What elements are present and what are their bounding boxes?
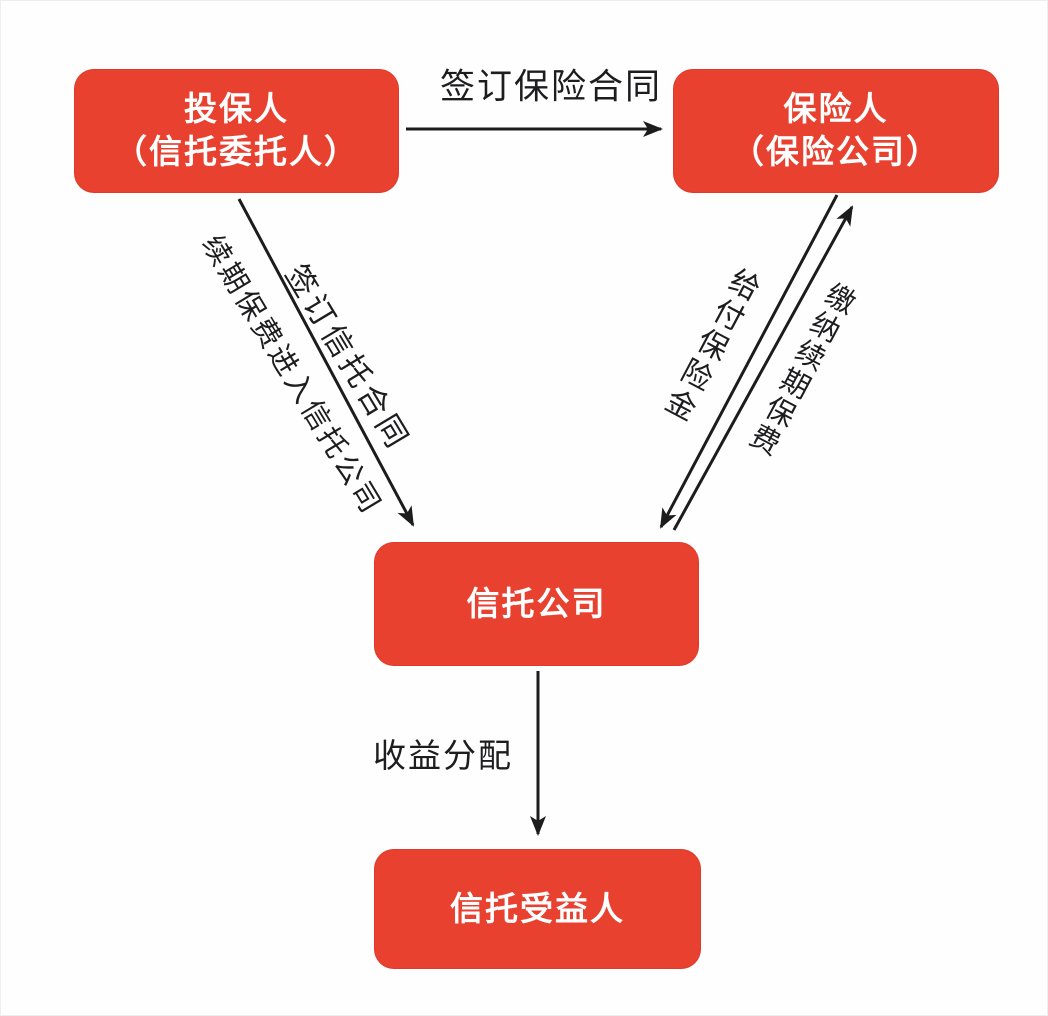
node-insurer-line1: 保险人 <box>783 90 889 128</box>
node-trust-company: 信托公司 <box>374 542 699 666</box>
node-trust-beneficiary: 信托受益人 <box>374 849 701 969</box>
node-policyholder-line2: （信托委托人） <box>114 133 359 170</box>
node-insurer: 保险人 （保险公司） <box>673 69 999 193</box>
arrow-pay-renewal-premium <box>672 205 854 531</box>
node-trust-beneficiary-label: 信托受益人 <box>450 889 625 927</box>
node-insurer-line2: （保险公司） <box>731 133 941 170</box>
node-trust-company-label: 信托公司 <box>466 584 607 622</box>
arrow-sign-trust-contract <box>237 198 415 527</box>
node-policyholder-line1: 投保人 <box>184 90 289 128</box>
edge-label-sign-insurance-contract: 签订保险合同 <box>439 67 663 108</box>
edge-label-income-distribution: 收益分配 <box>373 736 513 775</box>
arrow-pay-insurance-benefit <box>659 194 839 529</box>
node-policyholder: 投保人 （信托委托人） <box>74 69 399 193</box>
